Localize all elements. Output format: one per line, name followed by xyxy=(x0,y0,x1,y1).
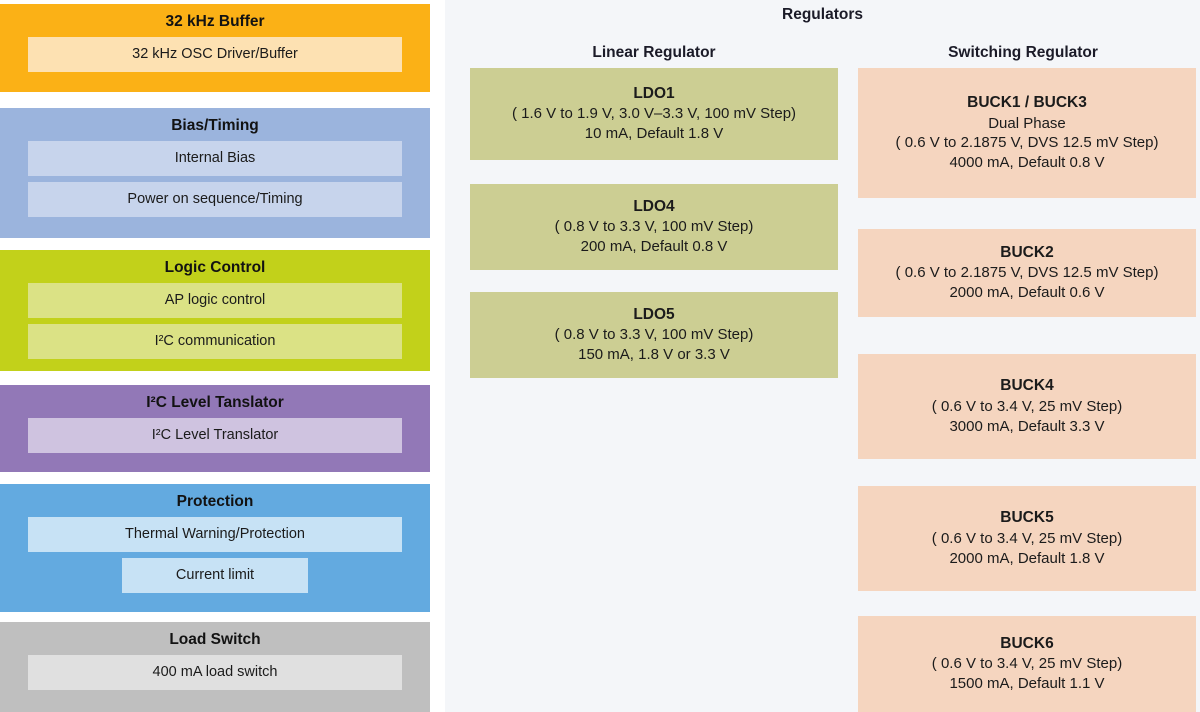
regulators-title: Regulators xyxy=(782,6,863,23)
regulator-box-buck2: BUCK2 ( 0.6 V to 2.1875 V, DVS 12.5 mV S… xyxy=(858,229,1196,317)
regulators-panel: Regulators Linear Regulator Switching Re… xyxy=(445,0,1200,712)
regulator-spec-line: ( 0.6 V to 3.4 V, 25 mV Step) xyxy=(931,529,1123,547)
sub-block-power-on-sequence-timing: Power on sequence/Timing xyxy=(28,181,402,217)
regulator-name-ldo1: LDO1 xyxy=(633,84,675,102)
left-function-blocks-panel: 32 kHz Buffer 32 kHz OSC Driver/Buffer B… xyxy=(0,0,445,712)
block-protection: Protection Thermal Warning/Protection Cu… xyxy=(0,484,430,612)
block-title-protection: Protection xyxy=(176,493,254,510)
regulator-box-buck6: BUCK6 ( 0.6 V to 3.4 V, 25 mV Step) 1500… xyxy=(858,616,1196,712)
block-title-i2c-level-translator: I²C Level Tanslator xyxy=(146,394,284,411)
regulator-spec-line: ( 0.6 V to 2.1875 V, DVS 12.5 mV Step) xyxy=(895,264,1159,282)
regulator-spec-line: 200 mA, Default 0.8 V xyxy=(580,238,728,256)
regulator-spec-line: ( 0.8 V to 3.3 V, 100 mV Step) xyxy=(554,218,754,236)
switching-regulator-column-heading: Switching Regulator xyxy=(948,44,1098,61)
regulator-spec-line: ( 1.6 V to 1.9 V, 3.0 V–3.3 V, 100 mV St… xyxy=(511,105,797,123)
regulator-spec-line: ( 0.8 V to 3.3 V, 100 mV Step) xyxy=(554,326,754,344)
regulator-box-buck5: BUCK5 ( 0.6 V to 3.4 V, 25 mV Step) 2000… xyxy=(858,486,1196,591)
regulator-name-buck2: BUCK2 xyxy=(1000,243,1054,261)
sub-block-thermal-warning-protection: Thermal Warning/Protection xyxy=(28,517,402,552)
regulator-spec-line: 2000 mA, Default 1.8 V xyxy=(949,549,1105,567)
regulator-spec-line: ( 0.6 V to 3.4 V, 25 mV Step) xyxy=(931,655,1123,673)
block-32khz-buffer: 32 kHz Buffer 32 kHz OSC Driver/Buffer xyxy=(0,4,430,92)
regulator-box-ldo4: LDO4 ( 0.8 V to 3.3 V, 100 mV Step) 200 … xyxy=(470,184,838,270)
block-title-bias-timing: Bias/Timing xyxy=(171,117,259,134)
regulator-spec-line: ( 0.6 V to 2.1875 V, DVS 12.5 mV Step) xyxy=(895,134,1159,152)
regulator-spec-line: 3000 mA, Default 3.3 V xyxy=(949,417,1105,435)
sub-block-current-limit: Current limit xyxy=(122,557,308,593)
regulator-spec-line: Dual Phase xyxy=(988,114,1066,132)
block-title-32khz-buffer: 32 kHz Buffer xyxy=(165,13,265,30)
regulator-name-buck4: BUCK4 xyxy=(1000,377,1054,395)
sub-block-i2c-level-translator: I²C Level Translator xyxy=(28,418,402,453)
regulator-name-ldo4: LDO4 xyxy=(633,197,675,215)
block-title-load-switch: Load Switch xyxy=(169,631,261,648)
regulator-box-ldo5: LDO5 ( 0.8 V to 3.3 V, 100 mV Step) 150 … xyxy=(470,292,838,378)
regulator-name-ldo5: LDO5 xyxy=(633,305,675,323)
block-load-switch: Load Switch 400 mA load switch xyxy=(0,622,430,712)
sub-block-i2c-communication: I²C communication xyxy=(28,323,402,359)
regulator-box-buck4: BUCK4 ( 0.6 V to 3.4 V, 25 mV Step) 3000… xyxy=(858,354,1196,459)
regulator-spec-line: 1500 mA, Default 1.1 V xyxy=(949,675,1105,693)
regulator-spec-line: 150 mA, 1.8 V or 3.3 V xyxy=(578,346,730,364)
regulator-spec-line: 10 mA, Default 1.8 V xyxy=(584,125,724,143)
regulator-name-buck6: BUCK6 xyxy=(1000,634,1054,652)
block-bias-timing: Bias/Timing Internal Bias Power on seque… xyxy=(0,108,430,238)
linear-regulator-column-heading: Linear Regulator xyxy=(592,44,716,61)
regulator-spec-line: ( 0.6 V to 3.4 V, 25 mV Step) xyxy=(931,397,1123,415)
regulator-name-buck5: BUCK5 xyxy=(1000,509,1054,527)
sub-block-32khz-osc-driver-buffer: 32 kHz OSC Driver/Buffer xyxy=(28,37,402,72)
block-title-logic-control: Logic Control xyxy=(164,259,266,276)
sub-block-internal-bias: Internal Bias xyxy=(28,141,402,176)
regulator-spec-line: 4000 mA, Default 0.8 V xyxy=(949,154,1105,172)
block-logic-control: Logic Control AP logic control I²C commu… xyxy=(0,250,430,371)
regulator-box-buck1-buck3: BUCK1 / BUCK3 Dual Phase ( 0.6 V to 2.18… xyxy=(858,68,1196,198)
regulator-spec-line: 2000 mA, Default 0.6 V xyxy=(949,284,1105,302)
sub-block-ap-logic-control: AP logic control xyxy=(28,283,402,318)
sub-block-400ma-load-switch: 400 mA load switch xyxy=(28,655,402,690)
regulator-name-buck1-buck3: BUCK1 / BUCK3 xyxy=(967,94,1087,112)
block-i2c-level-translator: I²C Level Tanslator I²C Level Translator xyxy=(0,385,430,472)
regulator-box-ldo1: LDO1 ( 1.6 V to 1.9 V, 3.0 V–3.3 V, 100 … xyxy=(470,68,838,160)
